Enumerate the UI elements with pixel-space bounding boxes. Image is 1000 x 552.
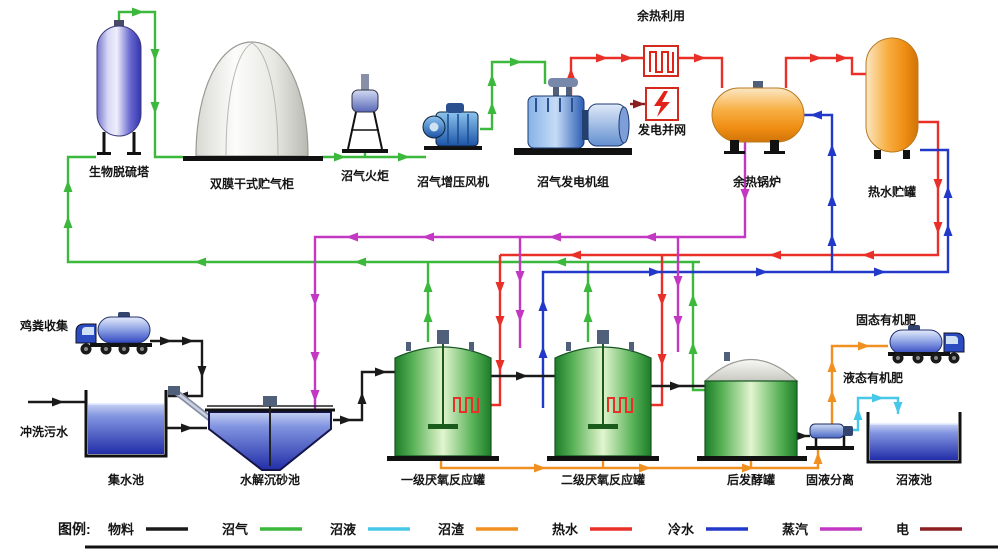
flare-figure xyxy=(342,74,388,153)
separator-figure xyxy=(806,423,854,450)
legend-label-electricity: 电 xyxy=(896,522,909,537)
biogas-pipes xyxy=(66,10,705,392)
label-collection-pool: 集水池 xyxy=(107,472,144,487)
label-generator-set: 沼气发电机组 xyxy=(537,174,609,189)
label-primary-reactor: 一级厌氧反应罐 xyxy=(401,472,485,487)
label-waste-heat-use: 余热利用 xyxy=(636,8,685,23)
hydrolysis-tank-figure xyxy=(168,386,335,471)
label-flare: 沼气火炬 xyxy=(341,168,389,183)
label-secondary-reactor: 二级厌氧反应罐 xyxy=(561,472,645,487)
label-separator: 固液分离 xyxy=(806,472,854,487)
label-hydrolysis-tank: 水解沉砂池 xyxy=(240,472,300,487)
legend-label-steam: 蒸汽 xyxy=(782,522,808,537)
post-fermenter-figure xyxy=(697,352,807,461)
label-desulfurization-tower: 生物脱硫塔 xyxy=(89,164,150,179)
legend: 图例: 物料 沼气 沼液 沼渣 热水 冷水 蒸汽 电 xyxy=(58,521,998,549)
label-booster-fan: 沼气增压风机 xyxy=(417,174,489,189)
slurry-pool-figure xyxy=(866,412,962,464)
label-waste-heat-boiler: 余热锅炉 xyxy=(732,174,781,189)
legend-label-hot-water: 热水 xyxy=(552,522,579,537)
label-hot-water-tank: 热水贮罐 xyxy=(868,184,916,199)
equipment-labels: 生物脱硫塔 双膜干式贮气柜 沼气火炬 沼气增压风机 沼气发电机组 发电并网 余热… xyxy=(19,8,932,487)
waste-heat-boiler-figure xyxy=(711,81,805,154)
heating-coil-icon xyxy=(453,397,479,413)
fertilizer-truck-figure xyxy=(888,325,965,364)
label-post-fermenter: 后发酵罐 xyxy=(727,472,775,487)
manure-truck-figure xyxy=(75,312,152,355)
grid-connection-figure xyxy=(645,87,679,121)
legend-label-biogas: 沼气 xyxy=(222,522,248,537)
booster-fan-figure xyxy=(422,103,482,150)
label-manure-collection: 鸡粪收集 xyxy=(19,318,69,333)
secondary-reactor-figure xyxy=(547,330,659,461)
legend-label-cold-water: 冷水 xyxy=(668,522,695,537)
label-gas-holder: 双膜干式贮气柜 xyxy=(210,176,294,191)
lightning-icon xyxy=(654,91,670,117)
electricity-flow-arrows xyxy=(633,99,645,109)
waste-heat-use-figure xyxy=(643,45,679,77)
legend-label-residue: 沼渣 xyxy=(438,522,465,537)
legend-label-slurry: 沼液 xyxy=(330,522,356,537)
generator-set-figure xyxy=(514,78,632,155)
primary-reactor-figure xyxy=(387,330,499,461)
gas-holder-figure xyxy=(183,41,323,161)
label-grid-connection: 发电并网 xyxy=(637,122,686,137)
heating-coil-icon xyxy=(607,397,633,413)
legend-label-material: 物料 xyxy=(108,522,134,537)
desulfurization-tower-figure xyxy=(96,20,142,155)
heat-coil-icon xyxy=(649,51,674,73)
collection-pool-figure xyxy=(84,390,168,458)
label-flushing-sewage: 冲洗污水 xyxy=(20,424,69,439)
label-solid-fertilizer: 固态有机肥 xyxy=(856,312,916,327)
label-liquid-fertilizer: 液态有机肥 xyxy=(843,370,903,385)
label-slurry-pool: 沼液池 xyxy=(896,472,932,487)
hot-water-tank-figure xyxy=(865,37,919,159)
legend-title: 图例: xyxy=(58,521,91,537)
